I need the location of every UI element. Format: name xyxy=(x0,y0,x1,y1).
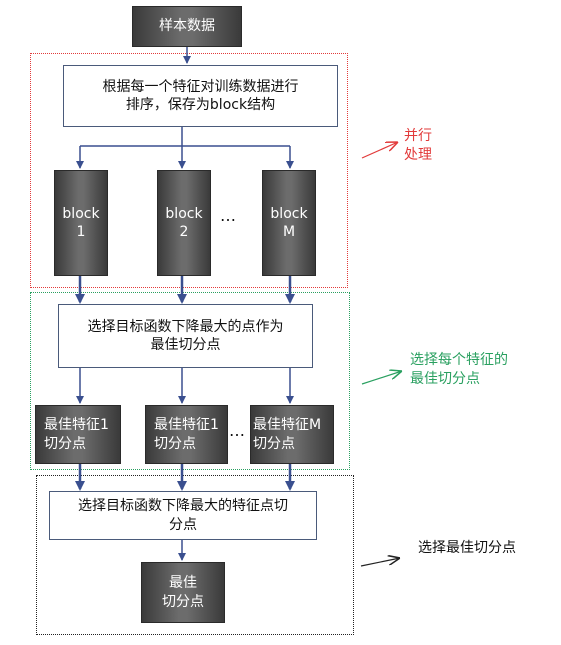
pointer-parallel xyxy=(361,142,398,159)
final-best-label: 最佳 切分点 xyxy=(162,575,204,610)
block-1-label: block 1 xyxy=(62,205,100,240)
best-split-m-node: 最佳特征M 切分点 xyxy=(250,405,334,464)
select-step-node: 选择目标函数下降最大的点作为 最佳切分点 xyxy=(58,304,313,368)
sample-data-node: 样本数据 xyxy=(132,6,242,47)
best-split-1a-label: 最佳特征1 切分点 xyxy=(44,417,109,452)
best-split-1b-label: 最佳特征1 切分点 xyxy=(154,417,219,452)
parallel-region xyxy=(30,53,348,288)
block-m-label: block M xyxy=(270,205,308,240)
blocks-ellipsis: … xyxy=(220,206,237,225)
per-feature-region xyxy=(30,292,350,470)
select-step-label: 选择目标函数下降最大的点作为 最佳切分点 xyxy=(87,318,284,353)
block-1-node: block 1 xyxy=(54,170,108,276)
final-select-step-node: 选择目标函数下降最大的特征点切 分点 xyxy=(49,491,317,540)
parallel-annotation: 并行 处理 xyxy=(404,128,432,163)
block-2-label: block 2 xyxy=(165,205,203,240)
final-annotation: 选择最佳切分点 xyxy=(418,540,516,556)
final-select-step-label: 选择目标函数下降最大的特征点切 分点 xyxy=(78,498,288,533)
best-split-1a-node: 最佳特征1 切分点 xyxy=(35,405,121,464)
sort-step-node: 根据每一个特征对训练数据进行 排序，保存为block结构 xyxy=(63,65,338,127)
best-split-m-label: 最佳特征M 切分点 xyxy=(253,417,322,452)
block-2-node: block 2 xyxy=(157,170,211,276)
sort-step-label: 根据每一个特征对训练数据进行 排序，保存为block结构 xyxy=(102,78,299,113)
splits-ellipsis: … xyxy=(229,421,246,440)
pointer-per-feature xyxy=(361,371,402,385)
final-region xyxy=(36,475,354,635)
pointer-final xyxy=(360,558,400,567)
sample-data-label: 样本数据 xyxy=(159,18,215,35)
final-best-node: 最佳 切分点 xyxy=(141,562,225,623)
block-m-node: block M xyxy=(262,170,316,276)
best-split-1b-node: 最佳特征1 切分点 xyxy=(145,405,228,464)
per-feature-annotation: 选择每个特征的 最佳切分点 xyxy=(410,352,508,387)
